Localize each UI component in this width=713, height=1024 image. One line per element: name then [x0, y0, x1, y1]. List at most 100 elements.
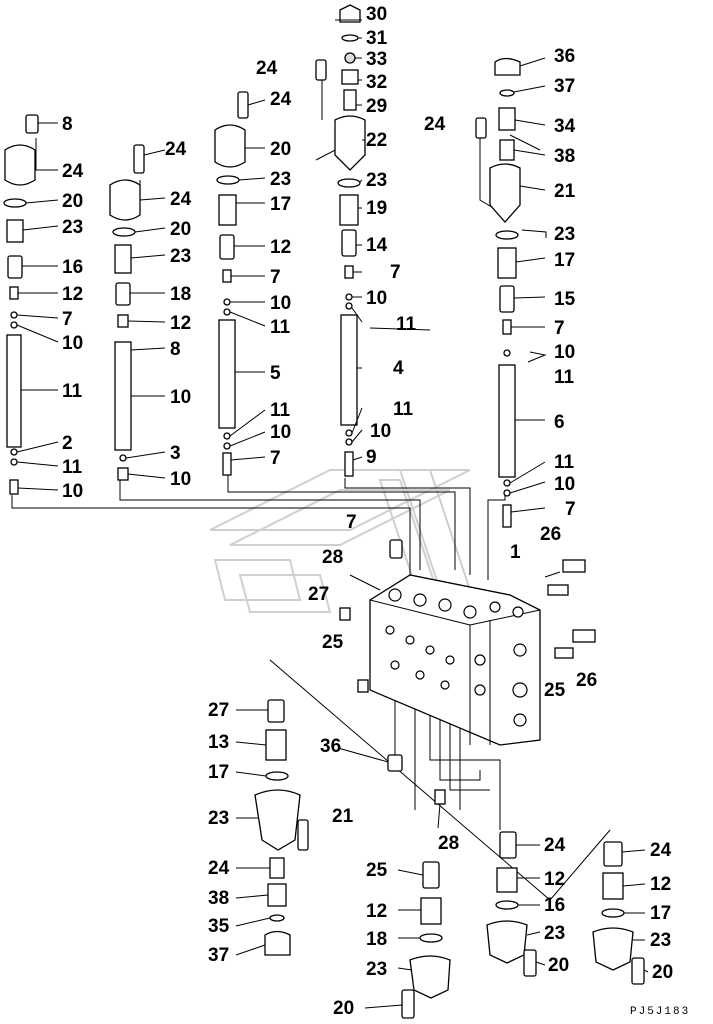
plug-28-b	[387, 754, 403, 772]
callout-23-bottom-center: 18	[366, 929, 387, 950]
callout-12-bottom-center: 25	[366, 860, 388, 881]
callout-20-col2: 24	[62, 161, 84, 182]
stopper-7-a	[9, 286, 19, 300]
ring-10-f	[345, 293, 353, 301]
stopper-7-b	[9, 479, 19, 495]
oring-23-b	[112, 227, 136, 237]
oring-23-f	[265, 771, 289, 781]
callout-23-col5: 23	[270, 169, 291, 190]
oring-37-a	[499, 89, 515, 97]
callout-10-right-top: 10	[554, 342, 575, 363]
callout-35: 38	[208, 888, 229, 909]
retainer-13	[267, 699, 285, 723]
valve-body-1	[339, 539, 596, 805]
ring-10-h	[503, 349, 511, 357]
callout-8-col3-bottom: 10	[170, 469, 191, 490]
callout-16-col2: 23	[62, 217, 83, 238]
callout-24-col5: 24	[270, 89, 292, 110]
callout-11-center-top: 11	[396, 314, 417, 335]
bolt-24-h	[401, 989, 415, 1019]
bolt-24-a	[25, 114, 39, 134]
callout-23-bottom-left: 17	[208, 762, 229, 783]
callout-12-col3: 18	[170, 284, 191, 305]
callout-10-col3-top: 8	[170, 339, 181, 360]
callout-10-col3-bottom: 3	[170, 443, 181, 464]
callout-23-bottom-right-b: 17	[650, 903, 671, 924]
ring-11-f	[345, 429, 353, 437]
spring-17-c	[265, 729, 287, 761]
oring-23-d	[337, 178, 361, 188]
callout-11-right-top: 11	[554, 367, 575, 388]
spring-18-a	[114, 244, 132, 274]
ring-11-d	[223, 432, 231, 440]
spool-3	[114, 341, 132, 451]
ring-11-b	[10, 448, 18, 456]
callout-26-bottom: 25	[544, 680, 566, 701]
spring-17-d	[602, 872, 624, 900]
callout-7-col5-top: 7	[270, 267, 281, 288]
plug-26-b	[554, 647, 574, 659]
callout-11-col5-bottom: 11	[270, 400, 291, 421]
callout-24-bottom-right-a: 20	[548, 955, 569, 976]
stopper-7-c	[222, 269, 232, 283]
spring-16-a	[6, 219, 24, 243]
bolt-24-g	[297, 819, 309, 851]
callout-7-col2-bottom: 10	[62, 481, 83, 502]
callout-27-top: 26	[540, 524, 561, 545]
spring-17-b	[497, 247, 517, 279]
callout-38-top: 38	[554, 146, 575, 167]
callout-34: 34	[554, 116, 576, 137]
callout-37-top: 37	[554, 76, 575, 97]
callout-5: 5	[270, 363, 281, 384]
ring-11-g	[503, 479, 511, 487]
spring-29	[343, 89, 357, 111]
retainer-12-b	[115, 282, 131, 306]
cap-36-a	[494, 57, 521, 76]
plug-8-a	[117, 314, 129, 328]
ring-10-i	[503, 489, 511, 497]
callout-7-col5-bottom: 7	[270, 448, 281, 469]
spool-5	[218, 319, 236, 429]
callout-1: 28	[322, 547, 343, 568]
callout-21-top: 21	[554, 181, 576, 202]
spring-16-b	[496, 867, 518, 893]
plug-25-b	[357, 679, 369, 693]
bottom-center-stack	[401, 861, 451, 1019]
callout-17-bottom-left: 13	[208, 732, 229, 753]
callout-10-col5-bottom: 10	[270, 422, 291, 443]
callout-29: 29	[366, 96, 387, 117]
oring-23-g	[419, 933, 443, 943]
callout-12-col2: 16	[62, 257, 83, 278]
cover-20-b	[109, 179, 141, 221]
callout-10-col2-bottom: 11	[62, 457, 83, 478]
callout-11-center-bottom: 11	[393, 399, 414, 420]
callout-ticks	[16, 19, 649, 1009]
spring-27-b	[572, 629, 596, 643]
callout-10-center-top: 10	[366, 288, 387, 309]
plug-8-b	[117, 467, 129, 481]
cover-20-a	[4, 144, 36, 186]
callout-7-col2-top: 12	[62, 284, 83, 305]
callout-24-col2: 8	[62, 114, 73, 135]
plug-9	[344, 451, 354, 477]
callout-24-bottom-right-b: 20	[652, 962, 673, 983]
callout-9: 9	[366, 447, 377, 468]
screw-35	[267, 883, 287, 907]
plug-25-a	[339, 607, 351, 621]
oring-23-i	[601, 908, 625, 918]
callout-25-top: 27	[308, 584, 329, 605]
oring-23-e	[495, 230, 519, 240]
bolt-24-d	[315, 59, 327, 81]
callout-17-bottom-right-b: 12	[650, 874, 671, 895]
spool-assembly-5	[214, 91, 249, 476]
bottom-right-a-stack	[486, 831, 537, 977]
ring-11-e	[345, 302, 353, 310]
callout-24-center: 24	[256, 58, 278, 79]
callout-15: 15	[554, 289, 576, 310]
ring-11-a	[10, 321, 18, 329]
callout-23-bottom-right-a: 16	[544, 895, 565, 916]
callout-3: 10	[170, 387, 191, 408]
spring-38-b	[269, 857, 285, 879]
callout-24-col3: 24	[165, 139, 187, 160]
